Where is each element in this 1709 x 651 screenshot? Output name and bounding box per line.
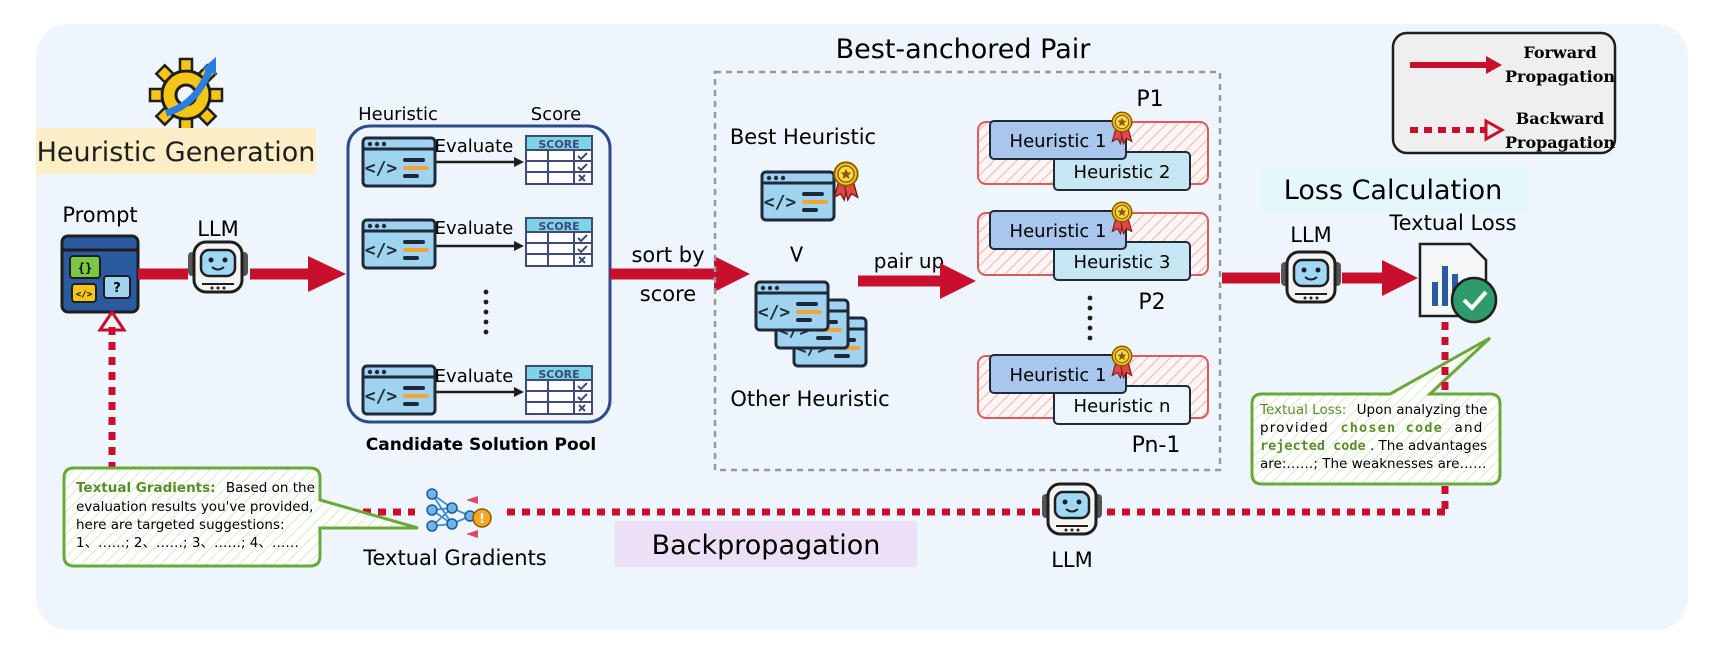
- greater-than-symbol: >: [783, 244, 811, 264]
- forward-arrow-prompt-to-pool: [138, 256, 346, 292]
- pair-bottom: Heuristic 3: [1074, 252, 1171, 273]
- loss-bubble-and: and: [1454, 420, 1483, 436]
- svg-text:?: ?: [113, 281, 121, 296]
- backpropagation-banner: [615, 521, 917, 567]
- svg-text:rejected code . The adva: rejected code . The advantages: [1260, 438, 1487, 454]
- pool-row-n: Evaluate SCORE: [361, 364, 593, 416]
- prompt-label: Prompt: [62, 203, 137, 227]
- pair-n: Heuristic n Heuristic 1 Pn-1: [977, 345, 1209, 458]
- medal-icon: [1111, 201, 1133, 235]
- llm-robot-icon: [1040, 482, 1104, 536]
- svg-text:</>: </>: [76, 290, 93, 300]
- loss-bubble-line3: . The advantages: [1370, 438, 1487, 454]
- llm-robot-icon: [186, 240, 250, 294]
- textual-gradients-label: Textual Gradients: [362, 546, 547, 570]
- pair-tag: P2: [1138, 290, 1165, 315]
- evaluate-label: Evaluate: [435, 218, 514, 239]
- loss-bubble-line4: are:……; The weaknesses are……: [1260, 456, 1486, 472]
- legend-forward-line2: Propagation: [1505, 67, 1615, 86]
- svg-text:{}: {}: [78, 261, 92, 275]
- loss-bubble-line1: Upon analyzing the: [1357, 402, 1488, 418]
- gradient-bubble-line3: here are targeted suggestions:: [76, 517, 285, 533]
- gradient-bubble-line4: 1、……; 2、……; 3、……; 4、……: [76, 535, 299, 551]
- code-window-icon: [361, 364, 437, 416]
- llm-main-label: LLM: [197, 217, 239, 241]
- best-anchored-pair-box: [713, 70, 1222, 472]
- best-anchored-pair-title: Best-anchored Pair: [836, 34, 1092, 65]
- loss-document-icon: [1418, 242, 1498, 324]
- forward-arrow-pair-up: [858, 263, 976, 299]
- llm-loss-label: LLM: [1290, 223, 1332, 247]
- score-badge: SCORE: [538, 220, 579, 233]
- pairs-ellipsis: [1087, 295, 1093, 341]
- evaluate-label: Evaluate: [435, 136, 514, 157]
- score-badge: SCORE: [538, 138, 579, 151]
- pair-top: Heuristic 1: [1010, 221, 1107, 242]
- legend-backward-line2: Propagation: [1505, 133, 1615, 152]
- svg-text:Textual Gradients: Based: Textual Gradients: Based on the: [76, 480, 315, 496]
- candidate-pool-label: Candidate Solution Pool: [366, 435, 596, 455]
- gradient-bubble-label: Textual Gradients:: [76, 480, 216, 496]
- score-column-label: Score: [531, 104, 581, 125]
- heuristic-generation-title: Heuristic Generation: [37, 137, 316, 168]
- evaluate-label: Evaluate: [435, 366, 514, 387]
- pair-tag: P1: [1136, 87, 1163, 112]
- loss-calculation-title: Loss Calculation: [1284, 175, 1502, 206]
- pair-top: Heuristic 1: [1010, 131, 1107, 152]
- pool-ellipsis: [483, 289, 489, 335]
- backward-arrowhead: [97, 309, 127, 332]
- sort-by-label: sort by: [631, 243, 704, 267]
- pair-2: Heuristic 3 Heuristic 1 P2: [977, 201, 1209, 315]
- pair-tag: Pn-1: [1132, 433, 1181, 458]
- pair-top: Heuristic 1: [1010, 365, 1107, 386]
- pool-row-2: Evaluate SCORE: [361, 217, 593, 270]
- loss-bubble-line2-pre: provided: [1260, 420, 1329, 436]
- loss-bubble-rejected: rejected code: [1260, 438, 1366, 454]
- prompt-icon: {} ? </>: [60, 234, 140, 314]
- svg-text:!: !: [479, 512, 485, 527]
- textual-loss-bubble: Textual Loss: Upon analyzing the provide…: [1250, 336, 1502, 486]
- code-window-icon: [361, 218, 437, 270]
- legend-forward-line1: Forward: [1523, 43, 1596, 62]
- medal-icon: [1111, 111, 1133, 145]
- forward-arrow-sort: [610, 256, 750, 292]
- best-code-window-icon: [760, 170, 836, 222]
- loss-bubble-label: Textual Loss:: [1259, 402, 1346, 418]
- pair-1: P1 Heuristic 2 Heuristic 1: [977, 87, 1209, 191]
- gradient-bubble-line1: Based on the: [226, 480, 315, 496]
- loss-calculation-banner: [1262, 166, 1528, 212]
- medal-icon: [833, 161, 859, 202]
- backpropagation-title: Backpropagation: [652, 530, 881, 561]
- svg-text:Textual Loss: Upon analy: Textual Loss: Upon analyzing the: [1259, 402, 1487, 418]
- llm-robot-icon: [1279, 250, 1343, 304]
- svg-text:provided chosen code: provided chosen code and: [1260, 420, 1483, 436]
- warning-icon: !: [472, 508, 492, 528]
- best-heuristic-label: Best Heuristic: [730, 125, 876, 149]
- llm-bottom-label: LLM: [1051, 548, 1093, 572]
- other-heuristic-label: Other Heuristic: [730, 387, 889, 411]
- gradient-bubble-line2: evaluation results you've provided,: [76, 499, 313, 515]
- code-window-icon: [361, 136, 437, 188]
- textual-gradients-bubble: Textual Gradients: Based on the evaluati…: [62, 466, 419, 568]
- pair-bottom: Heuristic n: [1074, 396, 1171, 417]
- heuristic-generation-banner: [36, 128, 316, 174]
- score-badge: SCORE: [538, 368, 579, 381]
- score-label: score: [640, 282, 696, 306]
- loss-bubble-chosen: chosen code: [1340, 420, 1443, 436]
- medal-icon: [1111, 345, 1133, 379]
- legend-backward-line1: Backward: [1516, 109, 1604, 128]
- pool-row-1: Evaluate SCORE: [361, 135, 593, 188]
- gear-arrow-icon: [148, 57, 224, 133]
- heuristic-column-label: Heuristic: [358, 104, 438, 125]
- pair-bottom: Heuristic 2: [1074, 162, 1171, 183]
- textual-loss-title: Textual Loss: [1388, 211, 1516, 235]
- forward-arrow-to-loss: [1222, 260, 1418, 296]
- pair-up-label: pair up: [874, 249, 944, 273]
- legend: Forward Propagation Backward Propagation: [1391, 31, 1617, 155]
